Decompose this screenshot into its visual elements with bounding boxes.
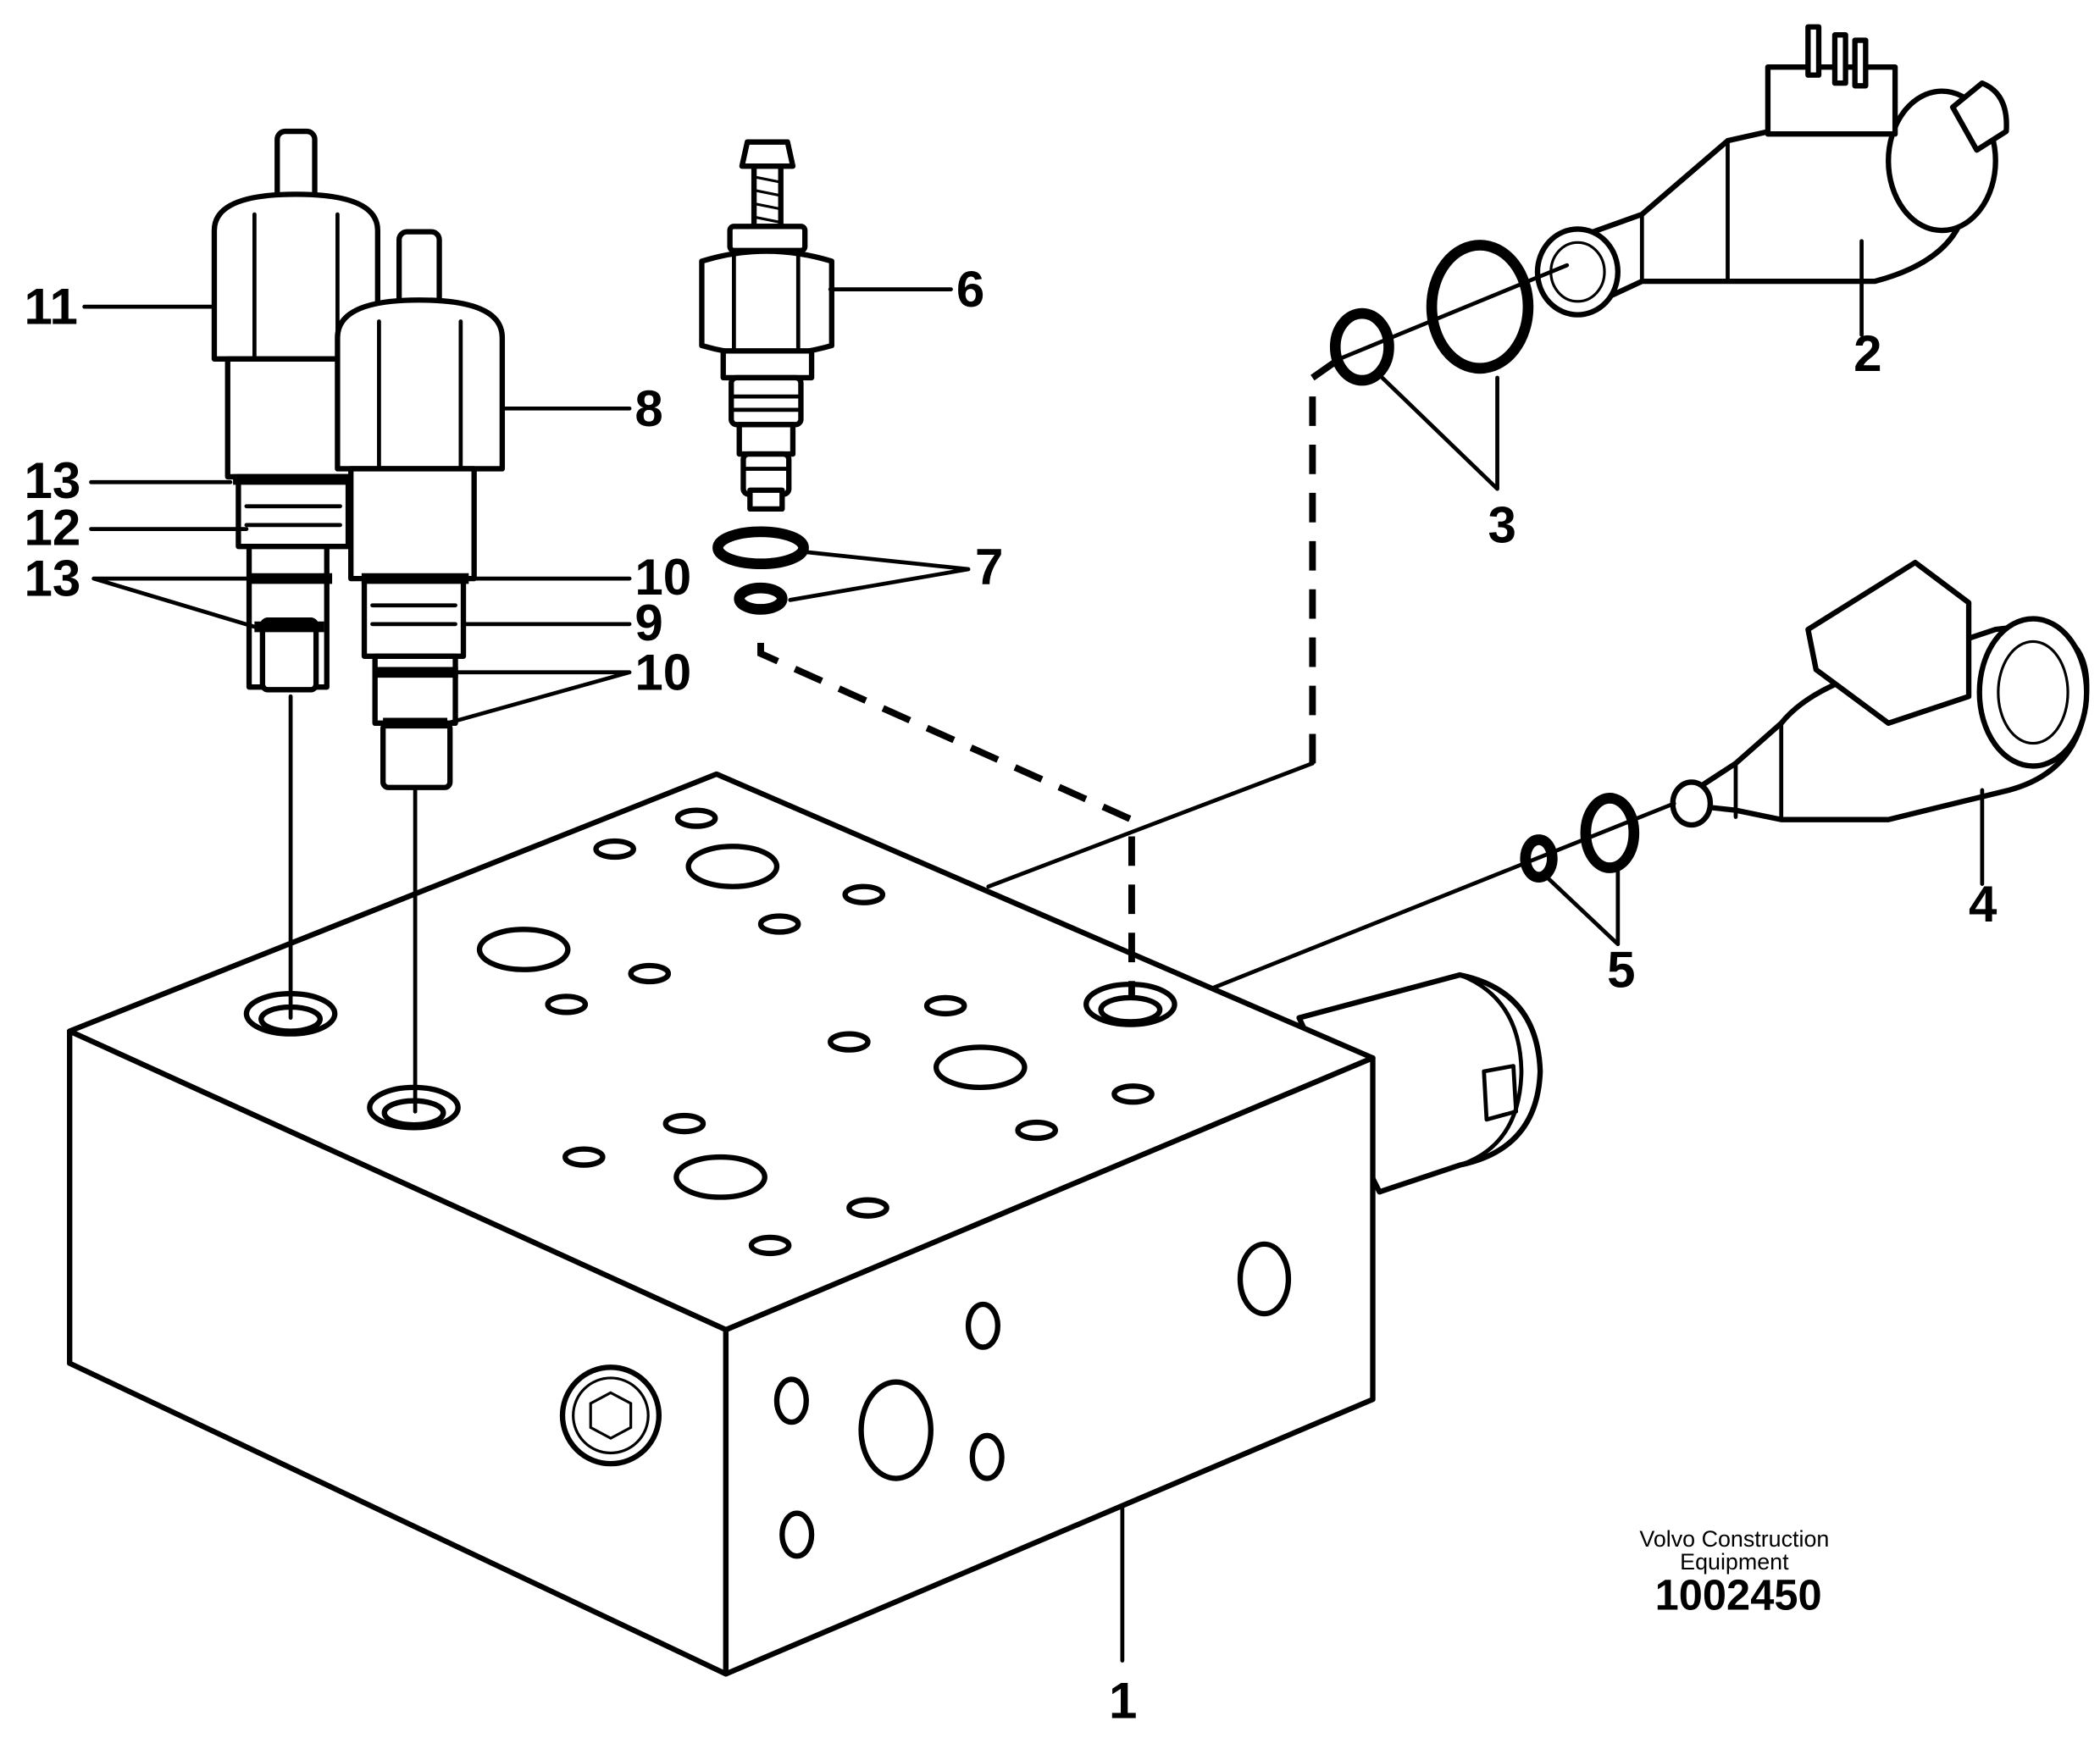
block-side-ports xyxy=(773,1241,1292,1559)
callout-2: 2 xyxy=(1853,325,1881,382)
callout-4: 4 xyxy=(1969,876,1997,933)
callout-5: 5 xyxy=(1607,941,1635,998)
callout-10-upper: 10 xyxy=(634,549,691,606)
block-right-face xyxy=(723,1054,1376,1677)
callout-13-lower: 13 xyxy=(24,551,80,607)
callout-7: 7 xyxy=(975,538,1003,595)
assembly-lines xyxy=(288,263,1676,1114)
solenoid-valve-4 xyxy=(1520,559,2090,883)
solenoid-valve-2 xyxy=(1329,24,2009,386)
valve-block xyxy=(67,771,1543,1677)
callout-1: 1 xyxy=(1109,1673,1137,1730)
brand-footer: Volvo Construction Equipment 1002450 xyxy=(1639,1526,1829,1619)
callout-labels: 1 2 3 4 5 6 7 8 9 10 10 11 12 13 13 xyxy=(24,261,1997,1729)
cartridge-valve-8 xyxy=(335,229,506,790)
callout-10-lower: 10 xyxy=(634,644,691,700)
callout-9: 9 xyxy=(634,595,662,651)
callout-12: 12 xyxy=(24,500,80,556)
relief-valve-6 xyxy=(699,139,834,615)
callout-8: 8 xyxy=(634,380,662,437)
callout-leaders xyxy=(82,239,1985,1663)
callout-13-upper: 13 xyxy=(24,452,80,509)
document-number: 1002450 xyxy=(1655,1570,1822,1619)
brand-line-2: Equipment xyxy=(1680,1549,1789,1575)
brand-line-1: Volvo Construction xyxy=(1639,1526,1829,1552)
callout-11: 11 xyxy=(24,279,78,335)
callout-6: 6 xyxy=(956,261,984,318)
block-plug xyxy=(559,1364,662,1467)
callout-3: 3 xyxy=(1488,496,1515,553)
